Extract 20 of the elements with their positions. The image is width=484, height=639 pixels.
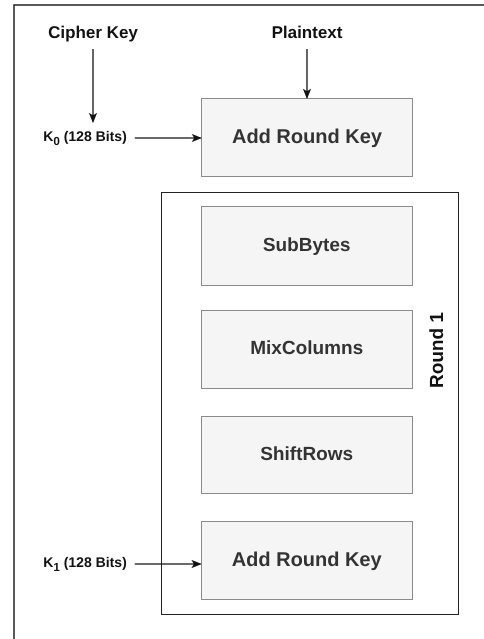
step-label: Add Round Key (232, 548, 382, 572)
label-text: K$_{0}$ (128 Bits) (43, 128, 127, 148)
round-label: Round 1 (427, 311, 449, 390)
label-text: Cipher Key (48, 23, 138, 43)
arrow (88, 49, 98, 124)
round-group-box (161, 192, 459, 615)
process-box (200, 416, 413, 494)
process-box (200, 310, 413, 389)
step-label: ShiftRows (260, 444, 354, 466)
process-box (201, 98, 413, 177)
process-box (200, 520, 413, 600)
arrow (134, 134, 202, 142)
step-label: MixColumns (250, 338, 364, 360)
process-box (200, 206, 413, 286)
arrow (302, 49, 312, 100)
step-label: SubBytes (262, 234, 350, 257)
arrow (134, 560, 202, 568)
step-label: Add Round Key (232, 126, 382, 149)
label-text: K$_{1}$ (128 Bits) (43, 554, 127, 574)
label-text: Plaintext (272, 23, 342, 43)
